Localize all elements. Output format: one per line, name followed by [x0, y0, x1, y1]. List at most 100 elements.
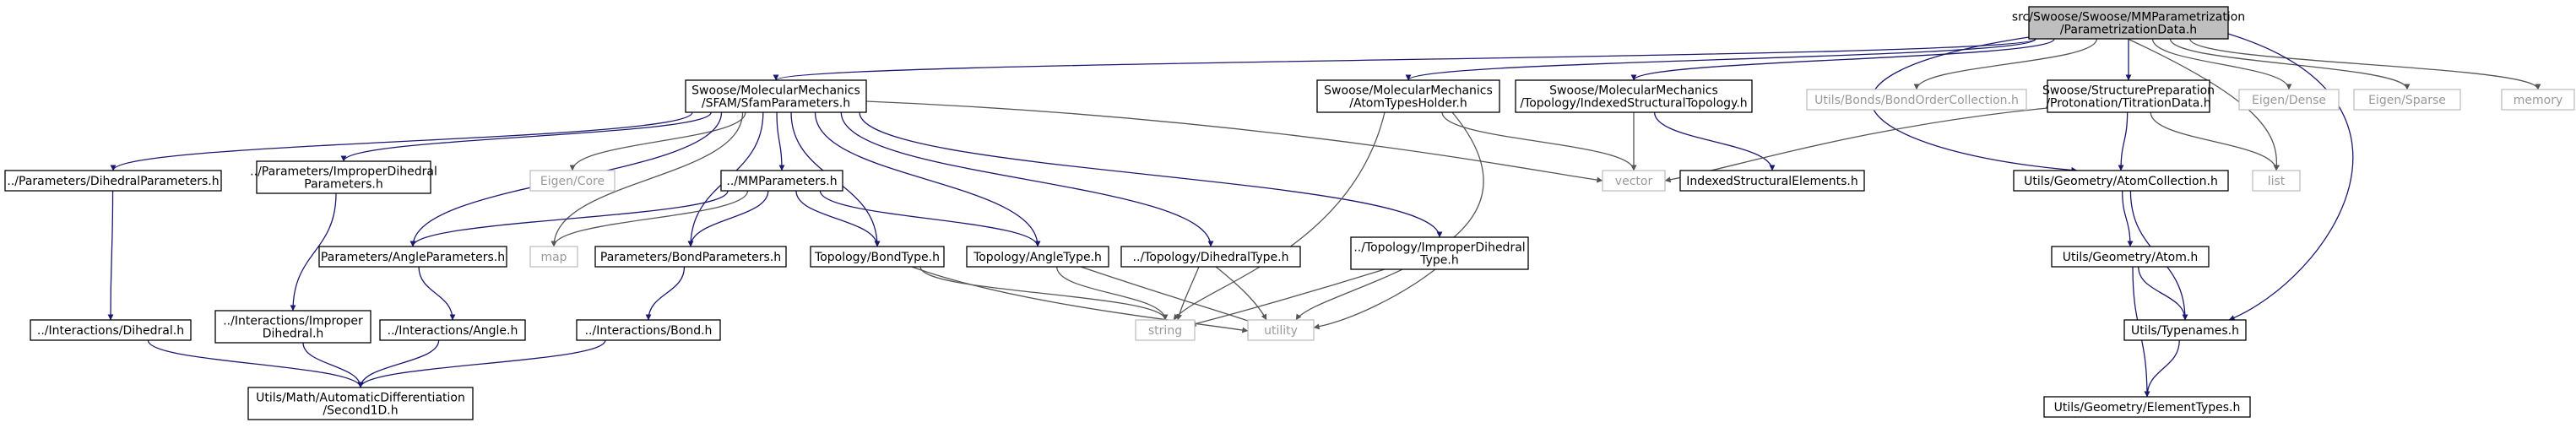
node-angleparams[interactable]: Parameters/AngleParameters.h — [318, 246, 507, 268]
node-label-root-1: /ParametrizationData.h — [2060, 24, 2197, 37]
edge-titration-to-atomcollection — [2118, 111, 2129, 171]
node-indexedelements[interactable]: IndexedStructuralElements.h — [1679, 170, 1865, 192]
node-label-autodiff-0: Utils/Math/AutomaticDifferentiation — [256, 392, 465, 405]
node-indexedtopo[interactable]: Swoose/MolecularMechanics/Topology/Index… — [1515, 79, 1753, 113]
node-map: map — [529, 246, 578, 268]
node-label-typenames-0: Utils/Typenames.h — [2131, 324, 2239, 338]
node-label-bondtype-0: Topology/BondType.h — [814, 251, 940, 264]
node-memory: memory — [2501, 89, 2575, 111]
node-list: list — [2252, 170, 2301, 192]
edge-sfam-to-map — [550, 111, 744, 247]
node-improperparams[interactable]: ../Parameters/ImproperDihedralParameters… — [250, 160, 437, 194]
node-idihedral[interactable]: ../Interactions/Dihedral.h — [30, 319, 192, 341]
node-box-utility — [1247, 319, 1315, 341]
edge-atomtypes-to-vector — [1441, 111, 1637, 171]
node-angletype[interactable]: Topology/AngleType.h — [966, 246, 1109, 268]
node-label-atomcollection-0: Utils/Geometry/AtomCollection.h — [2024, 175, 2218, 188]
edge-sfam-to-improperparams — [340, 111, 712, 162]
node-label-dihedraltype-0: ../Topology/DihedralType.h — [1133, 251, 1289, 264]
node-label-ibond-0: ../Interactions/Bond.h — [585, 324, 713, 338]
node-label-map-0: map — [540, 251, 567, 264]
edge-bondtype-to-string — [919, 266, 1169, 321]
node-box-eigencore — [529, 170, 616, 192]
edge-root-to-indexedtopo — [1630, 38, 2055, 81]
edge-root-to-atomtypes — [1405, 38, 2036, 81]
node-iangle[interactable]: ../Interactions/Angle.h — [379, 319, 526, 341]
edge-idihedral-to-autodiff — [147, 339, 364, 388]
node-typenames[interactable]: Utils/Typenames.h — [2123, 319, 2247, 341]
node-iimproper[interactable]: ../Interactions/ImproperDihedral.h — [214, 310, 371, 344]
node-titration[interactable]: Swoose/StructurePreparation/Protonation/… — [2042, 79, 2215, 113]
node-box-titration — [2047, 79, 2210, 113]
edge-angletype-to-utility — [1080, 266, 1259, 326]
edge-sfam-to-vector — [865, 100, 1603, 183]
edge-root-to-sfam — [773, 38, 2036, 81]
node-ibond[interactable]: ../Interactions/Bond.h — [576, 319, 721, 341]
node-box-bondparams — [594, 246, 787, 268]
node-label-titration-1: /Protonation/TitrationData.h — [2046, 97, 2210, 111]
edge-root-to-list — [2127, 38, 2280, 171]
edge-bondtype-to-utility — [911, 266, 1249, 333]
node-label-angleparams-0: Parameters/AngleParameters.h — [321, 251, 505, 264]
node-bondorder: Utils/Bonds/BondOrderCollection.h — [1806, 89, 2027, 111]
node-box-typenames — [2123, 319, 2247, 341]
node-bondtype[interactable]: Topology/BondType.h — [810, 246, 945, 268]
edge-titration-to-vector — [1664, 107, 2048, 183]
node-root[interactable]: src/Swoose/Swoose/MMParametrization/Para… — [2012, 6, 2245, 40]
node-box-root — [2028, 6, 2229, 40]
node-label-atomtypes-0: Swoose/MolecularMechanics — [1324, 84, 1493, 98]
node-box-atomcollection — [2013, 170, 2229, 192]
node-label-idihedral-0: ../Interactions/Dihedral.h — [37, 324, 184, 338]
edge-root-to-memory — [2189, 38, 2541, 90]
node-box-sfam — [685, 79, 867, 113]
node-box-string — [1135, 319, 1196, 341]
node-label-improperparams-0: ../Parameters/ImproperDihedral — [250, 165, 437, 179]
node-box-angletype — [966, 246, 1109, 268]
node-box-atomtypes — [1316, 79, 1500, 113]
node-atomcollection[interactable]: Utils/Geometry/AtomCollection.h — [2013, 170, 2229, 192]
node-vector: vector — [1602, 170, 1666, 192]
node-dihedralparams[interactable]: ../Parameters/DihedralParameters.h — [4, 170, 222, 192]
node-label-indexedelements-0: IndexedStructuralElements.h — [1686, 175, 1857, 188]
edge-atomtypes-to-utility — [1295, 111, 1484, 321]
node-label-atom-0: Utils/Geometry/Atom.h — [2063, 251, 2198, 264]
node-atom[interactable]: Utils/Geometry/Atom.h — [2051, 246, 2210, 268]
nodes-layer: src/Swoose/Swoose/MMParametrization/Para… — [4, 6, 2575, 420]
edge-sfam-to-eigencore — [569, 111, 746, 171]
node-bondparams[interactable]: Parameters/BondParameters.h — [594, 246, 787, 268]
node-box-vector — [1602, 170, 1666, 192]
edge-root-to-eigensparse — [2169, 38, 2411, 90]
node-sfam[interactable]: Swoose/MolecularMechanics/SFAM/SfamParam… — [685, 79, 867, 113]
node-box-iimproper — [214, 310, 371, 344]
node-label-sfam-1: /SFAM/SfamParameters.h — [702, 97, 850, 111]
edge-sfam-to-impropertype — [859, 111, 1443, 238]
node-box-elementtypes — [2043, 396, 2251, 418]
edge-angleparams-to-iangle — [418, 266, 456, 321]
node-label-bondorder-0: Utils/Bonds/BondOrderCollection.h — [1814, 94, 2019, 107]
edge-root-to-eigendense — [2151, 38, 2292, 90]
node-autodiff[interactable]: Utils/Math/AutomaticDifferentiation/Seco… — [247, 387, 474, 420]
node-box-map — [529, 246, 578, 268]
node-box-ibond — [576, 319, 721, 341]
edge-dihedraltype-to-string — [1176, 266, 1200, 321]
node-box-mmparams — [720, 170, 843, 192]
node-label-sfam-0: Swoose/MolecularMechanics — [691, 84, 860, 98]
node-utility: utility — [1247, 319, 1315, 341]
node-label-bondparams-0: Parameters/BondParameters.h — [600, 251, 781, 264]
node-box-dihedralparams — [4, 170, 222, 192]
edge-sfam-to-dihedraltype — [840, 111, 1214, 247]
edge-mmparams-to-angleparams — [409, 190, 729, 247]
node-dihedraltype[interactable]: ../Topology/DihedralType.h — [1120, 246, 1301, 268]
node-box-iangle — [379, 319, 526, 341]
node-box-list — [2252, 170, 2301, 192]
node-label-list-0: list — [2268, 175, 2286, 188]
node-label-eigencore-0: Eigen/Core — [540, 175, 605, 188]
node-mmparams[interactable]: ../MMParameters.h — [720, 170, 843, 192]
node-box-angleparams — [318, 246, 507, 268]
node-elementtypes[interactable]: Utils/Geometry/ElementTypes.h — [2043, 396, 2251, 418]
edge-dihedraltype-to-utility — [1215, 266, 1267, 321]
edge-angletype-to-string — [1056, 266, 1169, 321]
node-atomtypes[interactable]: Swoose/MolecularMechanics/AtomTypesHolde… — [1316, 79, 1500, 113]
